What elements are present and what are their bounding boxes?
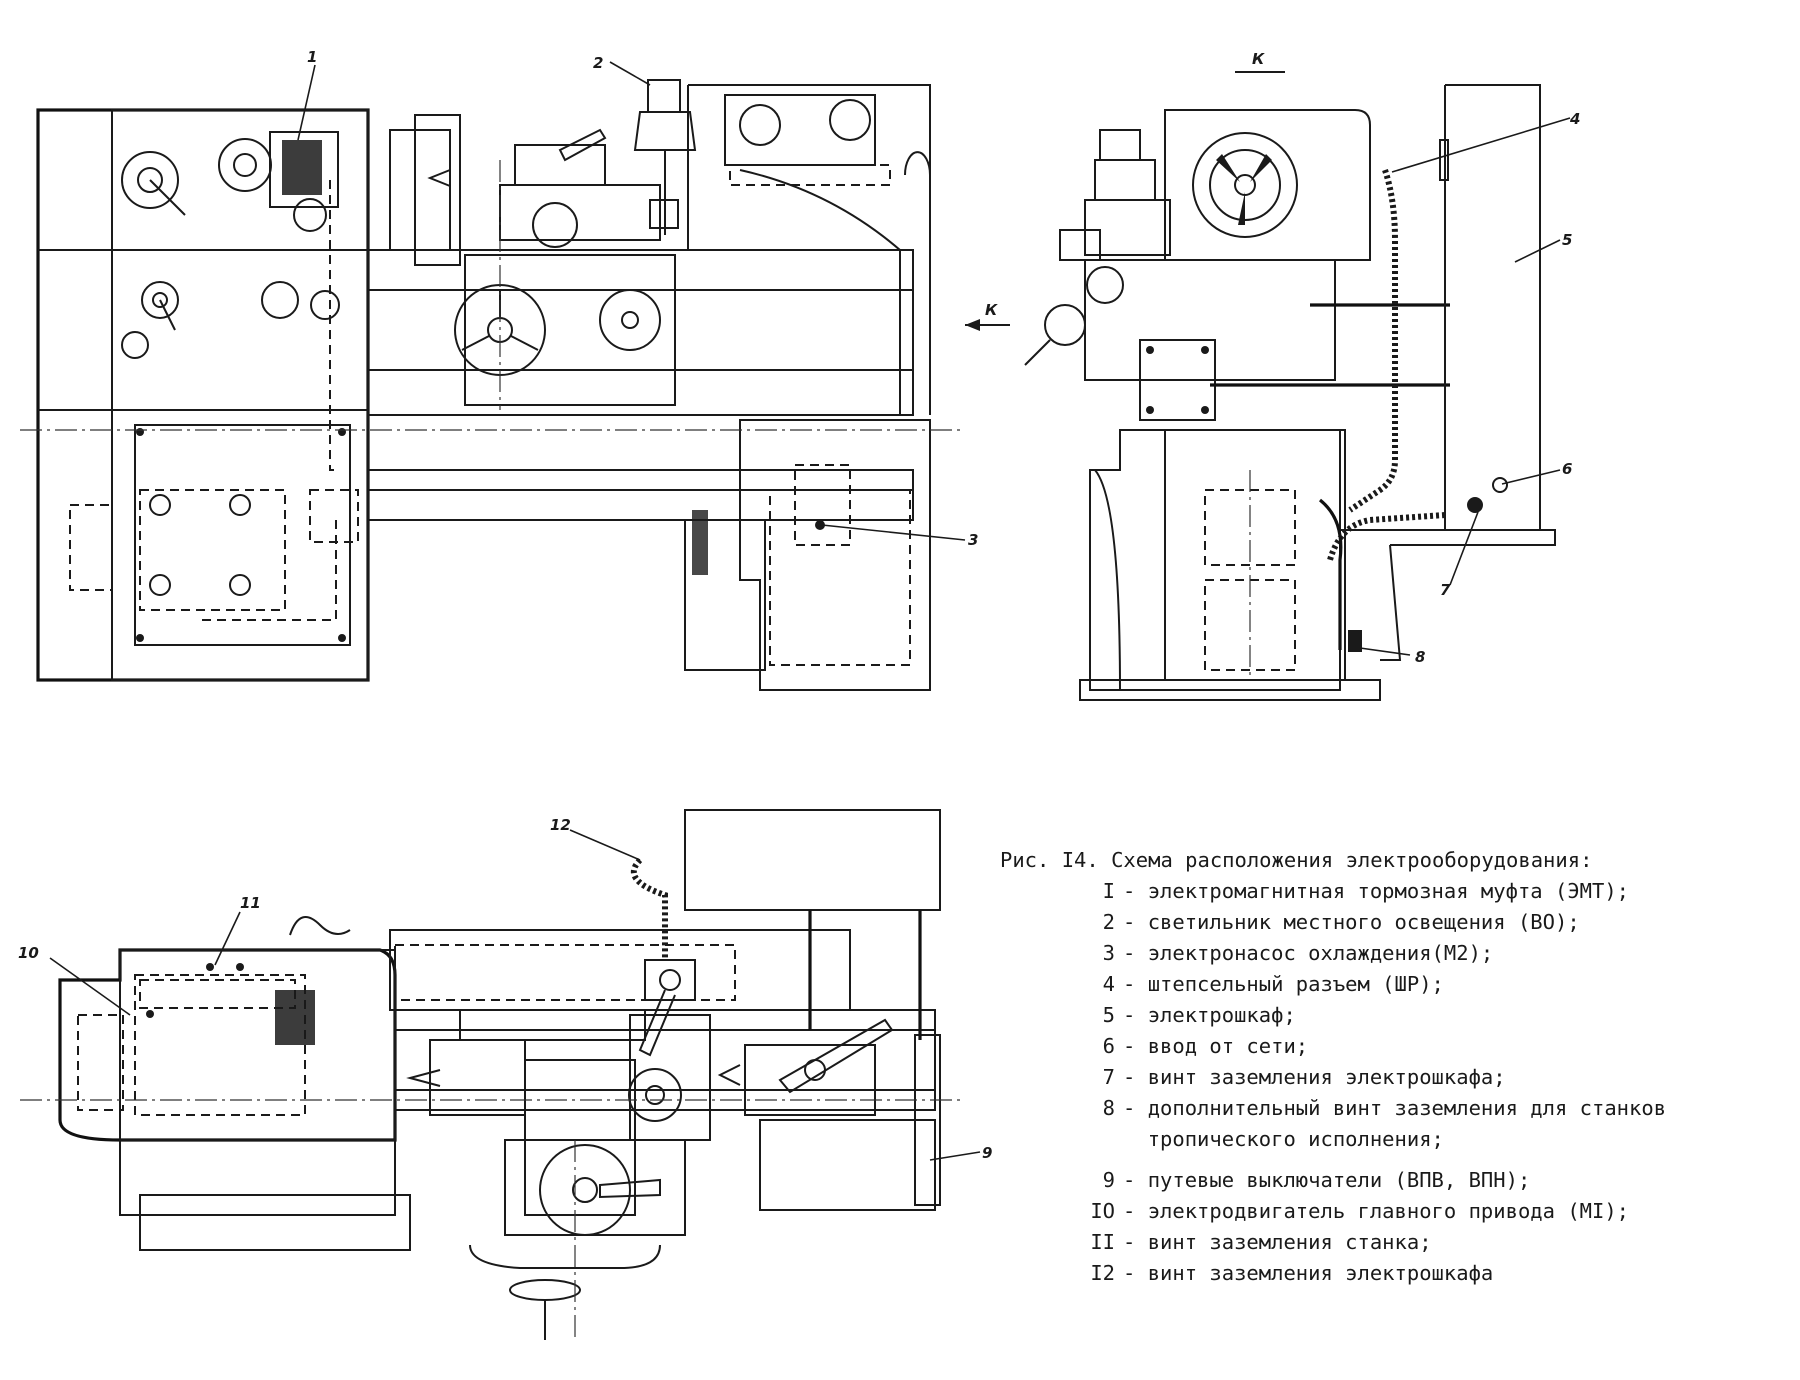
callout-7: 7 xyxy=(1440,581,1451,599)
legend-item: 5- электрошкаф; xyxy=(1000,1000,1780,1031)
legend-number: I2 xyxy=(1090,1261,1115,1285)
callout-4: 4 xyxy=(1569,110,1580,128)
legend-item: 6- ввод от сети; xyxy=(1000,1031,1780,1062)
legend-text: дополнительный винт заземления для станк… xyxy=(1147,1096,1679,1151)
callout-12: 12 xyxy=(550,816,571,834)
callout-2: 2 xyxy=(593,54,603,72)
front-view xyxy=(20,79,1010,691)
legend-number: II xyxy=(1090,1230,1115,1254)
legend-item: 8- дополнительный винт заземления для ст… xyxy=(1000,1093,1780,1155)
view-label-arrow: К xyxy=(985,301,998,319)
legend-text: путевые выключатели (ВПВ, ВПН); xyxy=(1147,1168,1531,1192)
legend-item: I2- винт заземления электрошкафа xyxy=(1000,1258,1780,1289)
legend-number: 3 xyxy=(1102,941,1115,965)
legend-item: 7- винт заземления электрошкафа; xyxy=(1000,1062,1780,1093)
legend-number: 9 xyxy=(1102,1168,1115,1192)
top-view xyxy=(20,809,960,1340)
legend-item: II- винт заземления станка; xyxy=(1000,1227,1780,1258)
legend-number: 8 xyxy=(1102,1096,1115,1120)
legend-item: 9- путевые выключатели (ВПВ, ВПН); xyxy=(1000,1165,1780,1196)
legend-item: I- электромагнитная тормозная муфта (ЭМТ… xyxy=(1000,876,1780,907)
callouts: 1 2 3 4 5 6 7 8 9 10 11 12 К К xyxy=(18,48,1580,1162)
legend-text: электромагнитная тормозная муфта (ЭМТ); xyxy=(1147,879,1630,903)
callout-9: 9 xyxy=(982,1144,992,1162)
legend-item: 3- электронасос охлаждения(М2); xyxy=(1000,938,1780,969)
legend-text: штепсельный разъем (ШР); xyxy=(1147,972,1444,996)
legend-number: 4 xyxy=(1102,972,1115,996)
legend-text: винт заземления станка; xyxy=(1147,1230,1432,1254)
legend-item: IO- электродвигатель главного привода (М… xyxy=(1000,1196,1780,1227)
side-view-k xyxy=(1024,71,1556,701)
legend-text: светильник местного освещения (ВО); xyxy=(1147,910,1580,934)
legend-item: 4- штепсельный разъем (ШР); xyxy=(1000,969,1780,1000)
legend-text: винт заземления электрошкафа xyxy=(1147,1261,1494,1285)
legend-text: электрошкаф; xyxy=(1147,1003,1296,1027)
view-label-top: К xyxy=(1252,50,1265,68)
callout-10: 10 xyxy=(18,944,39,962)
callout-1: 1 xyxy=(307,48,317,66)
legend-number: IO xyxy=(1090,1199,1115,1223)
legend-text: винт заземления электрошкафа; xyxy=(1147,1065,1506,1089)
callout-5: 5 xyxy=(1562,231,1572,249)
legend-number: 2 xyxy=(1102,910,1115,934)
legend-text: электронасос охлаждения(М2); xyxy=(1147,941,1494,965)
legend-text: ввод от сети; xyxy=(1147,1034,1309,1058)
legend-text: электродвигатель главного привода (МI); xyxy=(1147,1199,1630,1223)
callout-8: 8 xyxy=(1415,648,1425,666)
legend-item: 2- светильник местного освещения (ВО); xyxy=(1000,907,1780,938)
legend-list: I- электромагнитная тормозная муфта (ЭМТ… xyxy=(1000,876,1780,1289)
caption-title: Рис. I4. Схема расположения электрообору… xyxy=(1000,848,1593,872)
legend-number: I xyxy=(1102,879,1115,903)
legend-number: 6 xyxy=(1102,1034,1115,1058)
legend-number: 7 xyxy=(1102,1065,1115,1089)
legend-number: 5 xyxy=(1102,1003,1115,1027)
callout-3: 3 xyxy=(968,531,978,549)
callout-11: 11 xyxy=(240,894,261,912)
callout-6: 6 xyxy=(1562,460,1572,478)
figure-caption: Рис. I4. Схема расположения электрообору… xyxy=(1000,845,1780,1289)
